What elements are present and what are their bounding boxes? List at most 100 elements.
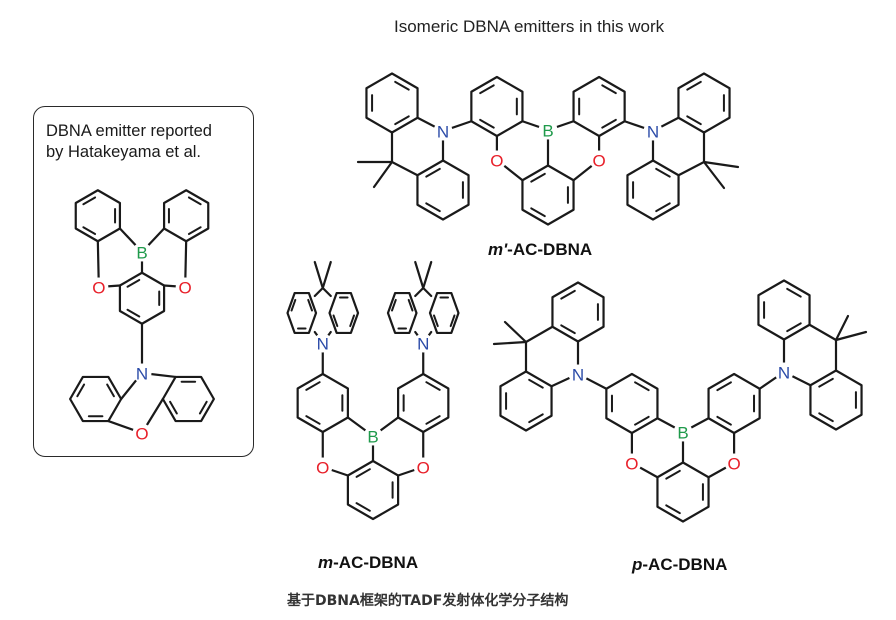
nitrogen-atom-label: N <box>417 335 429 354</box>
single-bond <box>313 286 324 298</box>
oxygen-atom-label: O <box>316 459 329 478</box>
atom-mask <box>589 150 609 170</box>
ring-bond <box>656 461 710 523</box>
double-bond <box>425 415 441 425</box>
double-bond <box>530 207 546 218</box>
double-bond <box>305 381 321 391</box>
ring-bond <box>328 291 360 335</box>
double-bond <box>407 298 414 312</box>
double-bond <box>307 298 314 312</box>
ring-bond <box>809 369 863 431</box>
label-prefix: m' <box>488 240 508 259</box>
double-bond <box>187 196 202 206</box>
double-bond <box>655 202 671 213</box>
ring-bond <box>69 375 123 423</box>
ring-bond <box>521 164 575 226</box>
oxygen-atom-label: O <box>135 425 148 444</box>
double-bond <box>716 415 732 426</box>
double-bond <box>601 118 617 129</box>
ring-bond <box>626 159 680 221</box>
reference-box-title: DBNA emitter reported by Hatakeyama et a… <box>46 121 212 163</box>
atom-mask <box>313 333 333 353</box>
single-bond <box>524 325 554 344</box>
ring-bond <box>470 75 524 138</box>
oxygen-atom-label: O <box>625 455 638 474</box>
single-bond <box>414 260 425 290</box>
double-bond <box>479 118 495 129</box>
double-bond <box>169 400 178 415</box>
label-suffix: -AC-DBNA <box>333 553 419 572</box>
double-bond <box>425 167 441 178</box>
double-bond <box>126 278 141 288</box>
boron-atom-label: B <box>542 122 553 141</box>
double-bond <box>479 84 495 95</box>
atom-mask <box>433 121 453 141</box>
single-bond <box>313 260 324 290</box>
single-bond <box>414 286 425 298</box>
ring-bond <box>162 189 210 243</box>
figure-caption: 基于DBNA框架的TADF发射体化学分子结构 <box>287 593 569 609</box>
single-bond <box>422 260 433 290</box>
atom-mask <box>622 453 642 473</box>
atom-mask <box>175 277 195 297</box>
double-bond <box>355 502 371 512</box>
label-p-ac-dbna: p-AC-DBNA <box>632 555 727 575</box>
double-bond <box>390 298 397 312</box>
double-bond <box>187 226 202 236</box>
atom-mask <box>568 364 588 384</box>
single-bond <box>503 320 528 344</box>
single-bond <box>492 340 528 346</box>
atom-mask <box>132 242 152 262</box>
single-bond <box>677 160 706 177</box>
double-bond <box>686 80 702 91</box>
nitrogen-atom-label: N <box>778 364 790 383</box>
double-bond <box>290 298 297 312</box>
ring-bond <box>365 72 419 134</box>
single-bond <box>372 160 394 189</box>
ring-bond <box>296 372 349 434</box>
atom-mask <box>363 426 383 446</box>
single-bond <box>834 330 868 342</box>
label-suffix: -AC-DBNA <box>642 555 728 574</box>
ring-bond <box>677 72 731 134</box>
nitrogen-atom-label: N <box>572 366 584 385</box>
atom-mask <box>774 362 794 382</box>
double-bond <box>332 314 339 328</box>
nitrogen-atom-label: N <box>437 123 449 142</box>
atom-mask <box>413 333 433 353</box>
label-suffix: -AC-DBNA <box>507 240 593 259</box>
label-m-prime-ac-dbna: m'-AC-DBNA <box>488 240 592 260</box>
label-prefix: p <box>632 555 643 574</box>
atom-mask <box>643 121 663 141</box>
double-bond <box>786 322 802 333</box>
atom-mask <box>487 150 507 170</box>
reference-box-title-line1: DBNA emitter reported <box>46 122 212 140</box>
double-bond <box>198 400 208 415</box>
single-bond <box>422 286 433 298</box>
atom-mask <box>313 457 333 477</box>
double-bond <box>432 314 439 328</box>
atom-mask <box>413 457 433 477</box>
double-bond <box>818 412 834 423</box>
double-bond <box>76 383 86 398</box>
atom-mask <box>132 423 152 443</box>
double-bond <box>355 468 371 478</box>
label-m-ac-dbna: m-AC-DBNA <box>318 553 418 573</box>
ring-bond <box>757 279 811 341</box>
double-bond <box>655 167 671 178</box>
double-bond <box>126 308 141 318</box>
ring-bond <box>551 281 605 343</box>
ring-bond <box>572 75 626 138</box>
double-bond <box>665 504 681 515</box>
single-bond <box>834 314 850 342</box>
nitrogen-atom-label: N <box>317 335 329 354</box>
double-bond <box>716 381 732 392</box>
double-bond <box>665 469 681 480</box>
ring-bond <box>161 375 215 423</box>
double-bond <box>634 381 650 392</box>
ring-bond <box>74 189 122 243</box>
ring-bond <box>286 291 318 335</box>
